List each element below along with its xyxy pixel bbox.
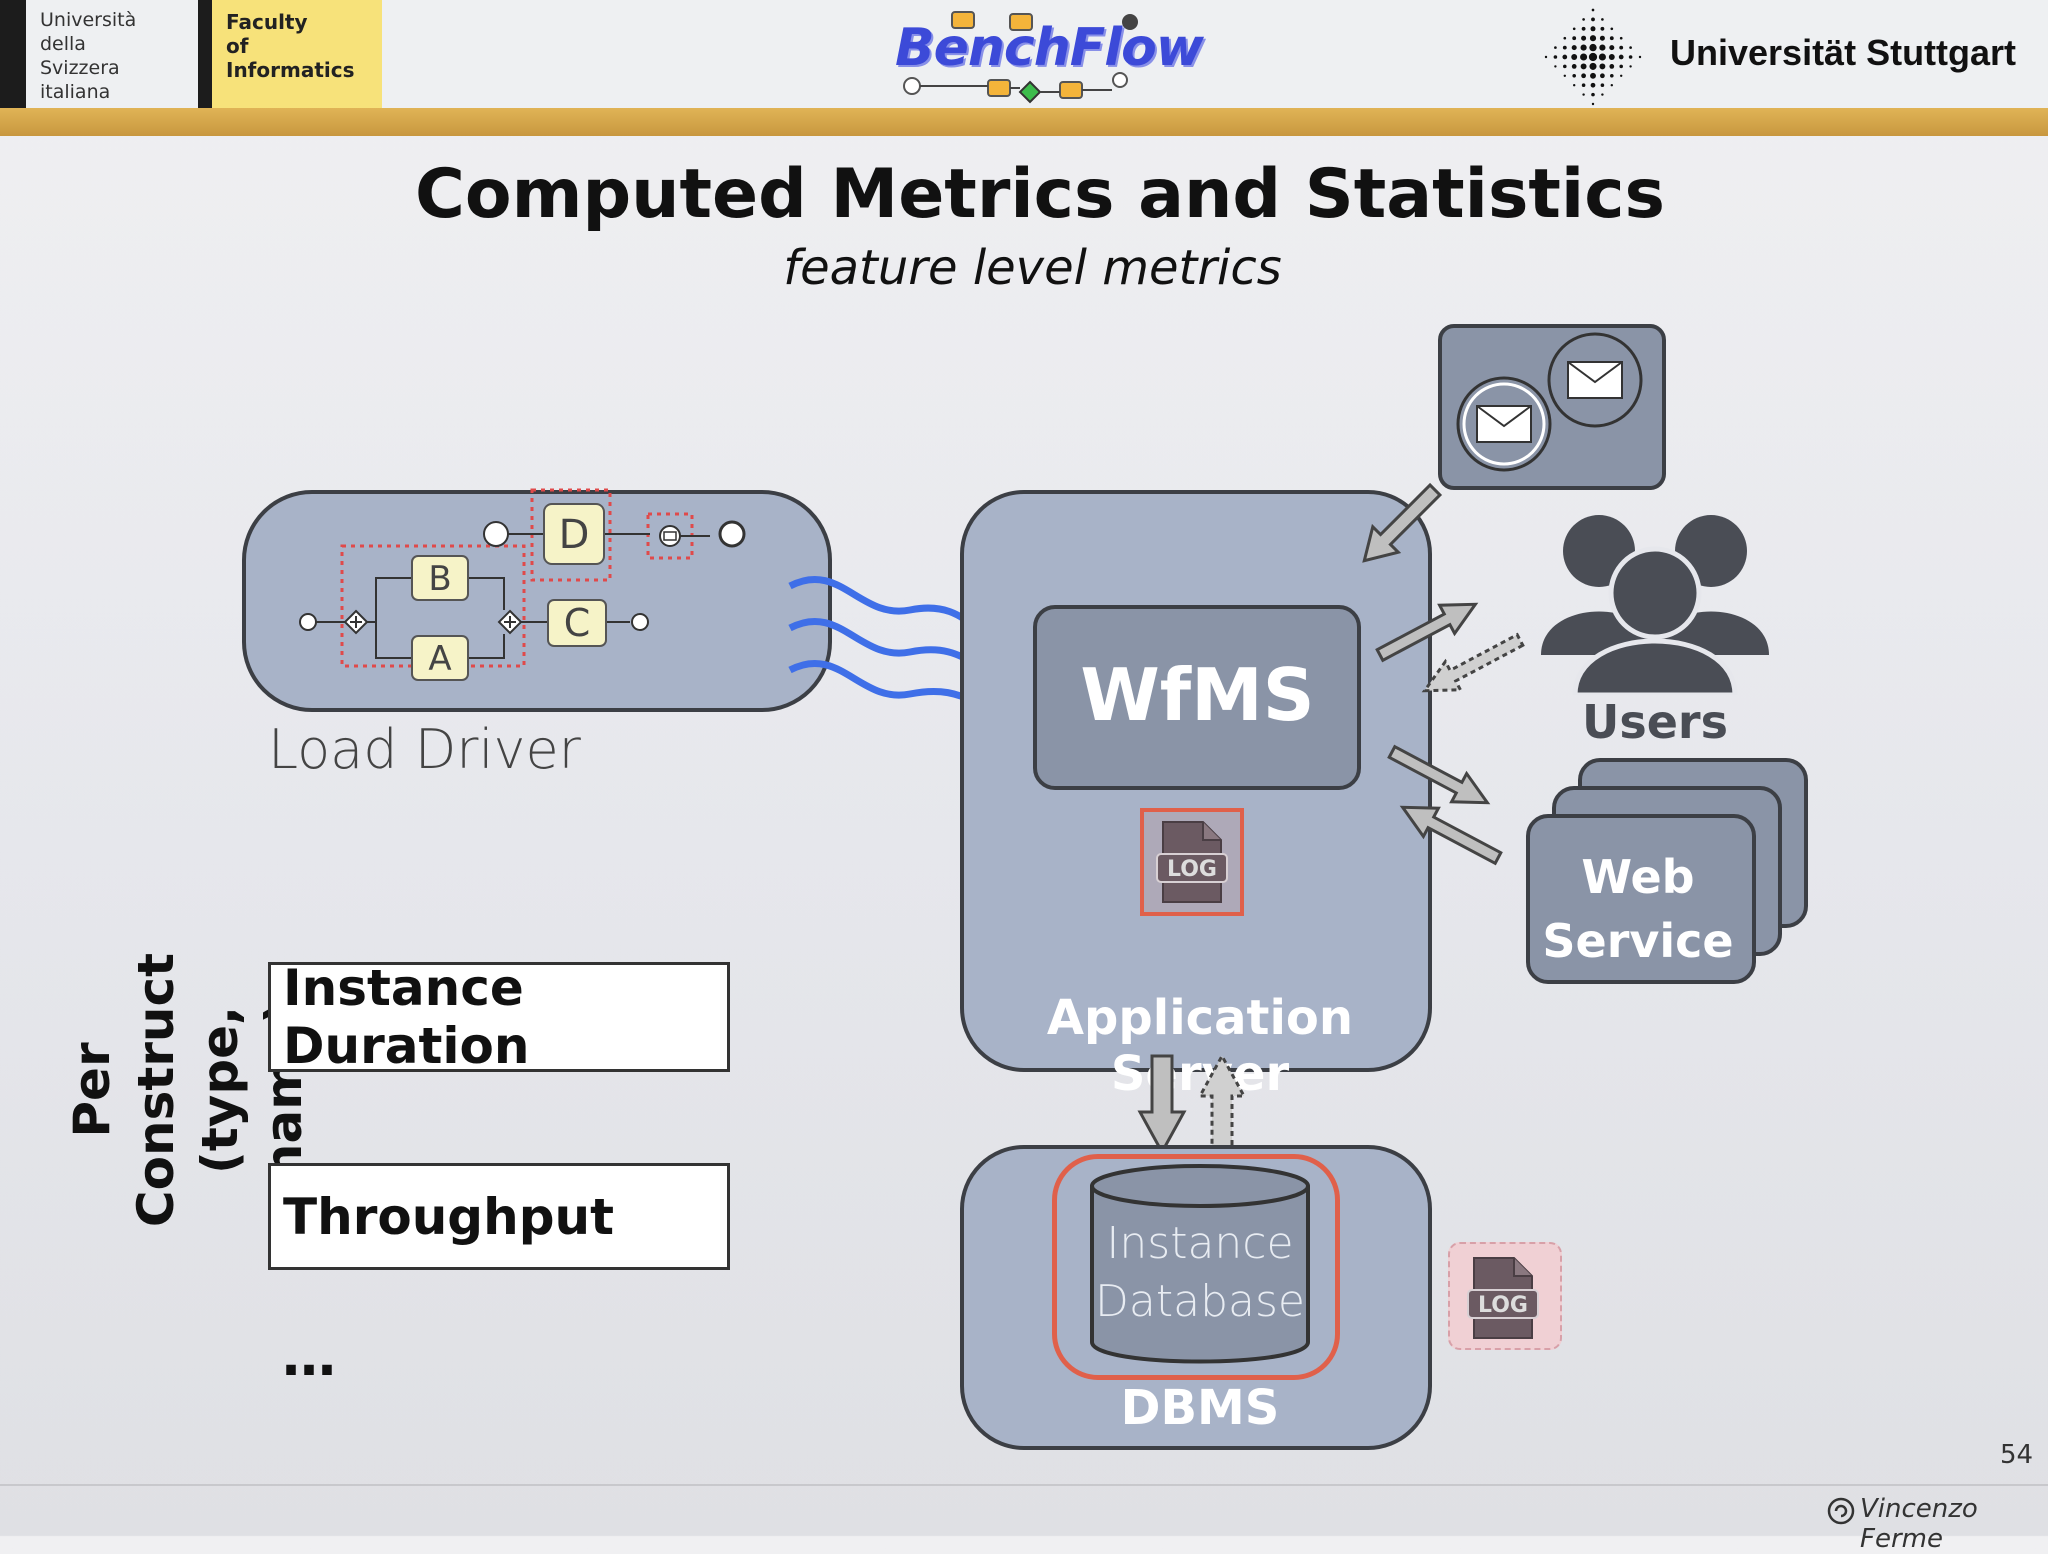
- end-event-icon: [718, 520, 746, 548]
- arrow-down-icon: [1137, 1054, 1187, 1156]
- start-event-icon: [299, 613, 317, 631]
- faculty-line: of Informatics: [226, 34, 355, 82]
- arrow-icon: [1399, 805, 1503, 866]
- instance-database-line: Database: [1095, 1276, 1305, 1327]
- log-file-icon: LOG: [1156, 821, 1228, 903]
- task-label: A: [428, 639, 451, 679]
- metric-throughput: Throughput: [268, 1163, 730, 1270]
- more-metrics-ellipsis: …: [282, 1325, 336, 1388]
- arrow-icon: [1375, 602, 1479, 663]
- stuttgart-logo-icon: [1544, 8, 1642, 106]
- log-label: LOG: [1167, 857, 1217, 882]
- instance-database-highlight: [1052, 1154, 1340, 1380]
- task-d: [543, 503, 605, 565]
- usi-logo-text: Università della Svizzera italiana: [40, 8, 190, 104]
- task-c: [547, 599, 607, 647]
- benchflow-logo-graphic: [903, 11, 1138, 104]
- web-service-line: Web: [1581, 850, 1695, 904]
- university-name: Universität Stuttgart: [1670, 32, 2017, 73]
- log-file-icon: LOG: [1467, 1257, 1539, 1339]
- db-arrows: [1137, 1052, 1247, 1156]
- end-event-icon: [631, 613, 649, 631]
- arrow-icon: [1362, 482, 1443, 563]
- page-number: 54: [2000, 1440, 2034, 1470]
- copyleft-icon: [1827, 1497, 1855, 1525]
- application-server-label: Application Server: [1046, 990, 1354, 1102]
- metric-instance-duration: Instance Duration: [268, 959, 730, 1075]
- task-label: C: [564, 601, 591, 645]
- usi-line: Università: [40, 9, 137, 31]
- web-service-label: Web Service: [1528, 845, 1748, 973]
- load-driver-box: [242, 490, 832, 712]
- task-b: [411, 555, 469, 601]
- task-a: [411, 635, 469, 681]
- envelope-icons: [1456, 332, 1643, 472]
- web-service-line: Service: [1542, 914, 1734, 968]
- message-event-icon: [659, 525, 681, 547]
- users-label: Users: [1582, 695, 1728, 749]
- web-service-card: [1526, 814, 1756, 984]
- benchflow-logo-text: BenchFlow: [895, 18, 1204, 78]
- start-event-icon: [483, 521, 509, 547]
- dbms-label: DBMS: [1120, 1380, 1280, 1436]
- load-driver-label: Load Driver: [268, 718, 581, 781]
- instance-database-line: Instance: [1106, 1218, 1294, 1269]
- faculty-line: Faculty: [226, 10, 308, 34]
- slide-title: Computed Metrics and Statistics: [414, 155, 1666, 234]
- usi-divider: [198, 0, 212, 108]
- usi-logo-bar: [0, 0, 26, 108]
- instance-database-label: Instance Database: [1090, 1215, 1310, 1331]
- usi-line: italiana: [40, 81, 111, 103]
- interaction-arrows: [1362, 482, 1525, 866]
- wfms-label: WfMS: [1080, 653, 1315, 737]
- arrow-icon: [1421, 632, 1525, 693]
- bpmn-process-diagram: B A D C: [299, 488, 746, 681]
- faculty-text: Faculty of Informatics: [226, 10, 376, 82]
- per-construct-line: Per Construct: [63, 952, 185, 1228]
- usi-line: Svizzera: [40, 57, 120, 79]
- users-icon: [1541, 515, 1769, 695]
- footer-divider: [0, 1484, 2048, 1486]
- database-cylinder-icon: [1090, 1164, 1310, 1364]
- faculty-box: [212, 0, 382, 108]
- task-label: D: [559, 512, 590, 558]
- task-label: B: [428, 559, 451, 599]
- usi-line: della: [40, 33, 86, 55]
- highlight-parallel: [340, 544, 526, 668]
- arrow-up-icon: [1197, 1052, 1247, 1154]
- wfms-box: [1033, 605, 1361, 790]
- author-name: Vincenzo Ferme: [1860, 1494, 1978, 1554]
- log-label: LOG: [1478, 1293, 1528, 1318]
- arrow-icon: [1387, 744, 1491, 805]
- header-gold-bar: [0, 108, 2048, 136]
- slide-subtitle: feature level metrics: [783, 240, 1282, 296]
